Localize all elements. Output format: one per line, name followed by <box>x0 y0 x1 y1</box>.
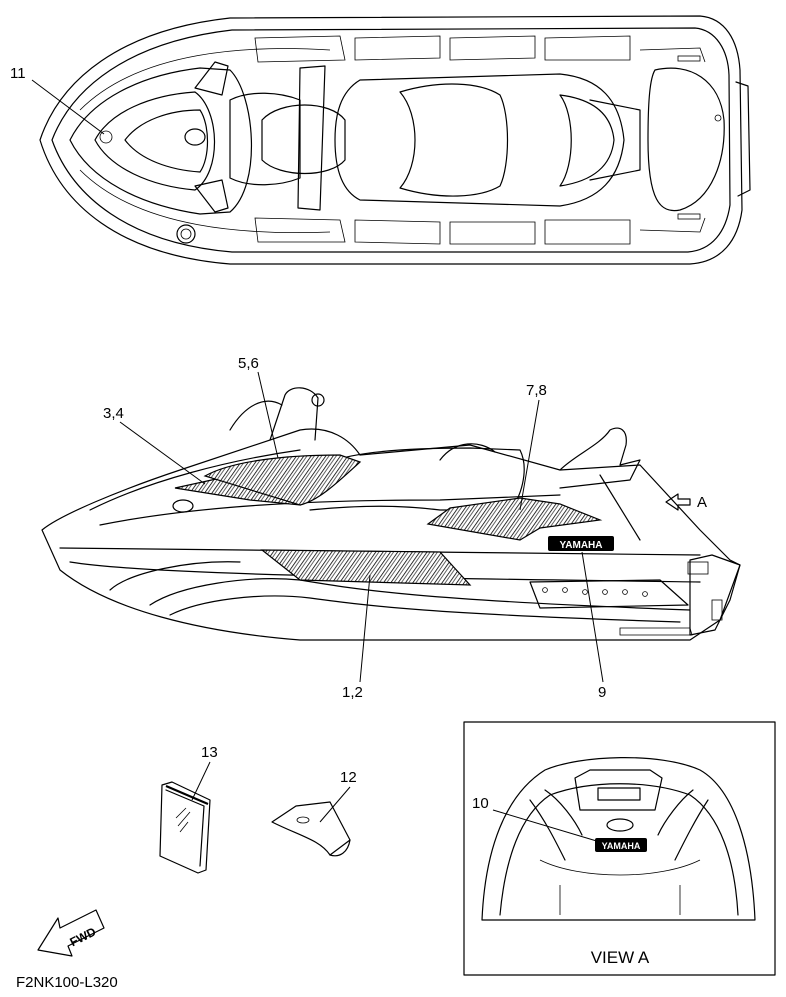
fwd-label: FWD <box>67 924 98 949</box>
decal-5-6 <box>203 454 362 506</box>
logo-text-view-a: YAMAHA <box>602 841 641 851</box>
callout-1-2: 1,2 <box>342 684 363 701</box>
callout-9: 9 <box>598 684 606 701</box>
callout-7-8: 7,8 <box>526 382 547 399</box>
callout-12: 12 <box>340 769 357 786</box>
view-a-arrow-label: A <box>697 494 707 511</box>
view-a-panel: YAMAHA VIEW A <box>463 721 776 976</box>
drawing-code: F2NK100-L320 <box>16 974 118 991</box>
decal-7-8 <box>426 497 603 541</box>
top-view-watercraft <box>39 15 751 265</box>
callout-10: 10 <box>472 795 489 812</box>
part-12-pouch <box>271 801 351 857</box>
callout-13: 13 <box>201 744 218 761</box>
view-a-title: VIEW A <box>591 948 650 967</box>
yamaha-logo-10 <box>595 838 647 852</box>
logo-text: YAMAHA <box>560 540 603 551</box>
callout-3-4: 3,4 <box>103 405 124 422</box>
yamaha-logo-9 <box>548 536 614 551</box>
part-13-decal-sheet <box>159 781 211 874</box>
fwd-arrow-icon: FWD <box>37 909 105 957</box>
side-view-watercraft: YAMAHA <box>41 387 741 641</box>
view-a-arrow: A <box>665 493 707 511</box>
view-a-frame <box>463 721 776 976</box>
callout-5-6: 5,6 <box>238 355 259 372</box>
decal-1-2 <box>260 549 472 586</box>
callout-11: 11 <box>10 65 26 82</box>
